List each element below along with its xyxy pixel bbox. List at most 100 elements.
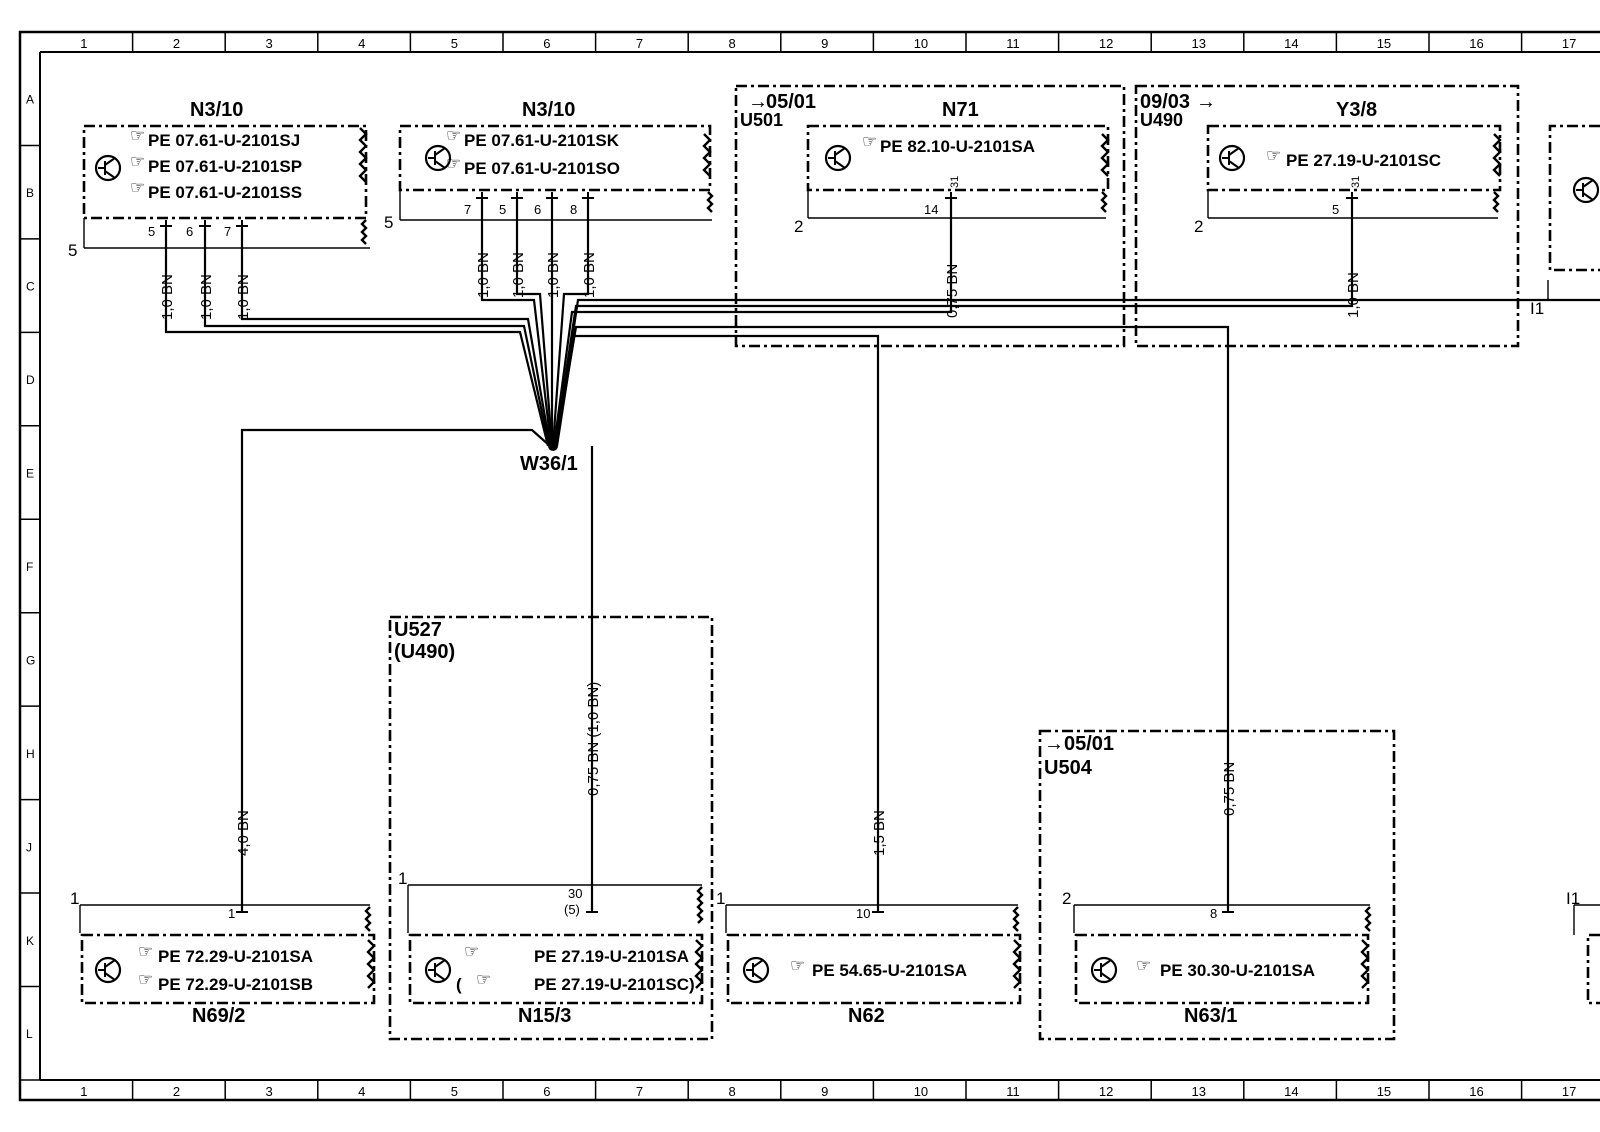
label-n71: N71: [942, 99, 979, 121]
component-n3-10-right: [398, 124, 712, 192]
pointing-hand-icon: ☞: [138, 970, 153, 989]
pointer-icons: ☞☞☞☞☞☞☞☞☞☞☞☞☞: [130, 126, 1281, 989]
grid-col-label: 7: [636, 1084, 643, 1099]
transistor-icon: [94, 956, 122, 984]
pe-ref: PE 72.29-U-2101SA: [158, 947, 313, 966]
grid-col-label: 17: [1562, 1084, 1576, 1099]
module-code: U504: [1044, 757, 1093, 779]
grid-col-label: 17: [1562, 36, 1576, 51]
grid-col-label: 7: [636, 36, 643, 51]
pointing-hand-icon: ☞: [130, 152, 145, 171]
pointing-hand-icon: ☞: [130, 178, 145, 197]
grid-col-label: 8: [729, 36, 736, 51]
grid-col-label: 13: [1192, 36, 1206, 51]
pe-ref: PE 07.61-U-2101SJ: [148, 131, 300, 150]
pointing-hand-icon: ☞: [476, 970, 491, 989]
component-y3-8: [1206, 124, 1502, 192]
wire-harness: [164, 198, 1600, 912]
grid-col-label: 4: [358, 1084, 365, 1099]
wire-label: 1,0 BN: [198, 274, 215, 320]
grid-row-label: E: [26, 467, 34, 481]
grid-col-label: 2: [173, 36, 180, 51]
pin-label: 31: [1350, 176, 1362, 188]
grid-col-label: 3: [266, 36, 273, 51]
wire-label: 1,0 BN: [159, 274, 176, 320]
transistor-icon: [824, 144, 852, 172]
grid-row-label: H: [26, 747, 35, 761]
grid-col-label: 2: [173, 1084, 180, 1099]
ground-label: 2: [1062, 889, 1071, 908]
ground-label: 5: [384, 213, 393, 232]
label-n3-10-left: N3/10: [190, 99, 243, 121]
label-y3-8: Y3/8: [1336, 99, 1377, 121]
pin-label: 8: [1210, 906, 1217, 921]
ref-arrow-label: →: [748, 91, 768, 113]
pe-ref: PE 27.19-U-2101SA: [534, 947, 689, 966]
module-code: (U490): [394, 641, 455, 663]
label-n69-2: N69/2: [192, 1005, 245, 1027]
ref-label: 09/03: [1140, 91, 1190, 113]
module-u490: [1134, 84, 1520, 348]
edge-label: I1: [1530, 299, 1544, 318]
grid-col-label: 16: [1469, 36, 1483, 51]
ref-arrow-label: →: [1044, 733, 1064, 755]
pe-ref: PE 72.29-U-2101SB: [158, 975, 313, 994]
grid-col-label: 12: [1099, 36, 1113, 51]
grid-ruler: 1122334455667788991010111112121313141415…: [20, 32, 1576, 1100]
grid-col-label: 11: [1006, 1084, 1020, 1099]
grid-col-label: 13: [1192, 1084, 1206, 1099]
module-code: U527: [394, 619, 442, 641]
wire-label: 1,5 BN: [871, 810, 888, 856]
wire-label: 1,0 BN: [475, 252, 492, 298]
pointing-hand-icon: ☞: [790, 956, 805, 975]
grid-row-label: D: [26, 373, 35, 387]
pin-label: 7: [224, 224, 231, 239]
wire-label: 1,0 BN: [1345, 272, 1362, 318]
grid-col-label: 14: [1284, 36, 1298, 51]
grid-row-label: A: [26, 93, 34, 107]
module-u527: [388, 615, 714, 1041]
connector-pins: [160, 192, 1358, 913]
ground-label: 1: [398, 869, 407, 888]
pe-ref: PE 82.10-U-2101SA: [880, 137, 1035, 156]
label-n63-1: N63/1: [1184, 1005, 1237, 1027]
splice-node: [548, 441, 558, 451]
grid-col-label: 6: [543, 36, 550, 51]
grid-row-label: B: [26, 186, 34, 200]
wire-label: 0,75 BN: [944, 264, 961, 318]
grid-col-label: 9: [821, 36, 828, 51]
pe-prefix: (: [456, 975, 462, 994]
component-n3-10-left: [82, 124, 368, 220]
grid-col-label: 1: [80, 36, 87, 51]
transistor-icon: [424, 144, 452, 172]
pointing-hand-icon: ☞: [446, 126, 461, 145]
component-n71: [806, 124, 1110, 192]
grid-row-label: F: [26, 560, 33, 574]
grid-col-label: 5: [451, 36, 458, 51]
ground-label: 2: [794, 217, 803, 236]
pin-label: 5: [148, 224, 155, 239]
pin-label: 6: [534, 202, 541, 217]
wire-label: 1,0 BN: [510, 252, 527, 298]
pointing-hand-icon: ☞: [1136, 956, 1151, 975]
module-u504: [1038, 729, 1396, 1041]
grid-col-label: 9: [821, 1084, 828, 1099]
wire-label: 0,75 BN: [1221, 762, 1238, 816]
pe-ref: PE 27.19-U-2101SC): [534, 975, 695, 994]
pin-label: 5: [1332, 202, 1339, 217]
pointing-hand-icon: ☞: [464, 942, 479, 961]
pe-ref: PE 07.61-U-2101SP: [148, 157, 302, 176]
wire-label: 4,0 BN: [235, 810, 252, 856]
grid-row-label: J: [26, 840, 32, 854]
grid-row-label: C: [26, 280, 35, 294]
grid-col-label: 4: [358, 36, 365, 51]
pointing-hand-icon: ☞: [138, 942, 153, 961]
ground-label: 1: [716, 889, 725, 908]
splice-label: W36/1: [520, 453, 578, 475]
transistor-icon: [1218, 144, 1246, 172]
module-u501: [734, 84, 1126, 348]
module-code: U501: [740, 110, 783, 130]
wire-label: 1,0 BN: [235, 274, 252, 320]
transistor-icon: [1090, 956, 1118, 984]
